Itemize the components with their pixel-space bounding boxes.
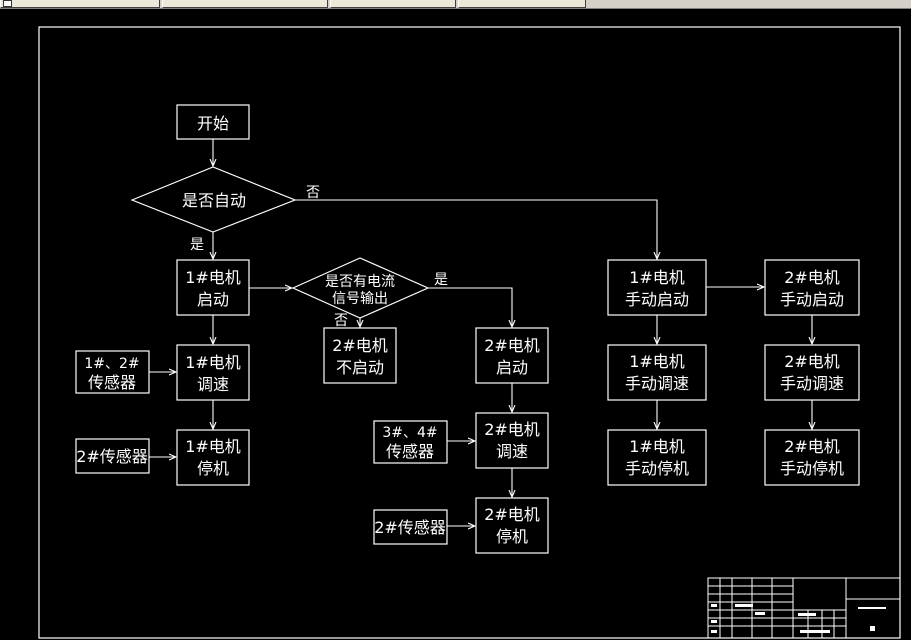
m1-speed-node: 1#电机 调速 — [176, 344, 250, 401]
m2-speed-node: 2#电机 调速 — [475, 412, 549, 469]
m2-nostart-node: 2#电机 不启动 — [323, 327, 397, 384]
decision-auto-label: 是否自动 — [182, 191, 246, 210]
m1-manual-speed-node: 1#电机 手动调速 — [607, 344, 707, 401]
sensor-2b-node: 2#传感器 — [373, 509, 448, 545]
svg-text:手动停机: 手动停机 — [780, 459, 844, 478]
m2-manual-stop-node: 2#电机 手动停机 — [764, 429, 860, 486]
svg-text:停机: 停机 — [496, 527, 528, 546]
yes-label-auto: 是 — [190, 237, 204, 253]
svg-text:是否有电流: 是否有电流 — [325, 274, 395, 290]
svg-text:传感器: 传感器 — [88, 373, 136, 392]
svg-text:调速: 调速 — [496, 442, 528, 461]
no-label-current: 否 — [334, 313, 348, 329]
m2-manual-speed-node: 2#电机 手动调速 — [764, 344, 860, 401]
m1-start-node: 1#电机 启动 — [176, 259, 250, 316]
decision-auto: 是否自动 — [130, 166, 297, 233]
m2-stop-node: 2#电机 停机 — [475, 497, 549, 554]
svg-text:1#、2#: 1#、2# — [84, 356, 139, 372]
svg-text:2#传感器: 2#传感器 — [76, 447, 148, 466]
m1-manual-start-node: 1#电机 手动启动 — [607, 259, 707, 316]
svg-text:停机: 停机 — [197, 459, 229, 478]
yes-label-current: 是 — [434, 272, 448, 288]
tab-layout-1[interactable] — [0, 0, 160, 8]
svg-text:不启动: 不启动 — [336, 358, 384, 377]
svg-text:2#电机: 2#电机 — [784, 437, 840, 456]
svg-text:1#电机: 1#电机 — [185, 353, 241, 372]
drawing-tab-strip — [0, 0, 911, 9]
drawing-icon — [3, 0, 12, 7]
svg-text:2#传感器: 2#传感器 — [374, 518, 446, 537]
no-label-auto: 否 — [306, 185, 320, 201]
m2-start-node: 2#电机 启动 — [475, 327, 549, 384]
svg-text:信号输出: 信号输出 — [332, 291, 388, 307]
sensor-12-node: 1#、2# 传感器 — [75, 350, 150, 394]
sensor-2a-node: 2#传感器 — [75, 438, 150, 474]
svg-text:1#电机: 1#电机 — [629, 268, 685, 287]
arrow-no-manual — [295, 199, 657, 259]
svg-text:3#、4#: 3#、4# — [382, 425, 437, 441]
svg-text:手动调速: 手动调速 — [780, 374, 844, 393]
svg-text:1#电机: 1#电机 — [629, 437, 685, 456]
svg-text:1#电机: 1#电机 — [185, 437, 241, 456]
start-label: 开始 — [197, 114, 229, 133]
svg-text:2#电机: 2#电机 — [784, 352, 840, 371]
svg-text:2#电机: 2#电机 — [484, 505, 540, 524]
tab-layout-2[interactable] — [162, 0, 328, 8]
svg-text:手动启动: 手动启动 — [625, 290, 689, 309]
svg-text:手动停机: 手动停机 — [625, 459, 689, 478]
svg-text:启动: 启动 — [197, 290, 229, 309]
svg-text:手动启动: 手动启动 — [780, 290, 844, 309]
svg-text:1#电机: 1#电机 — [185, 268, 241, 287]
svg-text:2#电机: 2#电机 — [484, 420, 540, 439]
svg-text:2#电机: 2#电机 — [784, 268, 840, 287]
svg-text:手动调速: 手动调速 — [625, 374, 689, 393]
drawing-frame — [38, 26, 901, 639]
svg-text:2#电机: 2#电机 — [332, 336, 388, 355]
svg-text:启动: 启动 — [496, 358, 528, 377]
m1-stop-node: 1#电机 停机 — [176, 429, 250, 486]
tab-layout-3[interactable] — [330, 0, 456, 8]
tab-layout-4[interactable] — [458, 0, 586, 8]
start-node: 开始 — [176, 104, 250, 140]
svg-text:1#电机: 1#电机 — [629, 352, 685, 371]
svg-text:调速: 调速 — [197, 375, 229, 394]
svg-text:2#电机: 2#电机 — [484, 336, 540, 355]
arrow-current-m2start — [428, 287, 512, 327]
title-block — [707, 577, 901, 639]
m1-manual-stop-node: 1#电机 手动停机 — [607, 429, 707, 486]
flow-connectors — [149, 139, 812, 526]
decision-current: 是否有电流 信号输出 — [291, 257, 430, 319]
sensor-34-node: 3#、4# 传感器 — [373, 420, 448, 464]
svg-text:传感器: 传感器 — [386, 442, 434, 461]
m2-manual-start-node: 2#电机 手动启动 — [764, 259, 860, 316]
